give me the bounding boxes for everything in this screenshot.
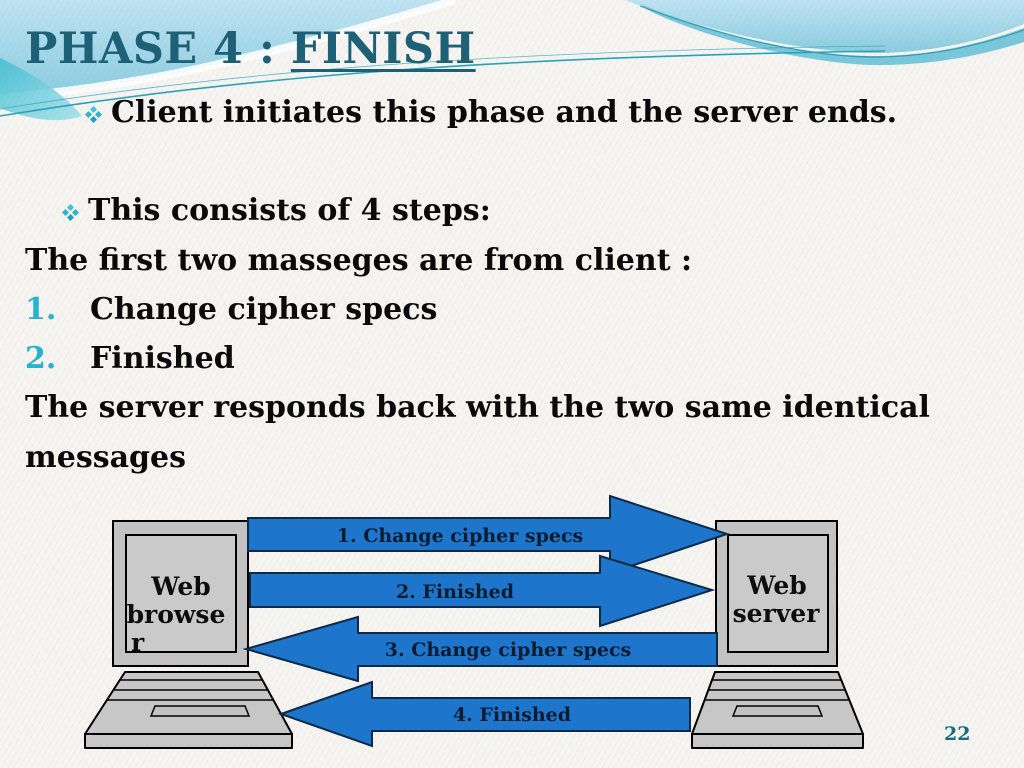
handshake-diagram: Web browse r Web server: [84, 494, 864, 749]
server-keyboard: [691, 671, 864, 749]
header-wave-decoration: [0, 0, 1024, 121]
arrow-left-shape: [277, 680, 691, 748]
browser-keyboard: [84, 671, 293, 749]
server-label-line-2: server: [733, 599, 821, 628]
arrow-1-change-cipher-specs: 1. Change cipher specs: [247, 494, 731, 575]
arrow-left-shape: [242, 615, 718, 683]
server-keyboard-front: [691, 733, 864, 749]
bullet-line-1: Client initiates this phase and the serv…: [85, 95, 897, 130]
keyboard-ridges: [107, 679, 273, 701]
diamond-bullet-icon: [62, 203, 79, 221]
sky-right-wave: [625, 0, 1024, 54]
sky-right-accent-band: [640, 4, 1024, 66]
arrow-4-label: 4. Finished: [453, 704, 571, 726]
slide-title-underlined: FINISH: [290, 24, 476, 74]
bullet-line-2: This consists of 4 steps:: [62, 193, 491, 228]
slide-title-prefix: PHASE 4 :: [25, 24, 291, 74]
server-response-line-1: The server responds back with the two sa…: [25, 390, 930, 425]
thin-teal-line-1: [0, 50, 886, 117]
keyboard-keypad: [731, 705, 824, 717]
browser-label-line-1: Web: [150, 572, 210, 601]
numbered-step-1: 1. Change cipher specs: [25, 292, 437, 327]
step-2-text: Finished: [90, 341, 235, 376]
step-1-number: 1.: [25, 292, 57, 327]
thin-teal-line-2: [0, 45, 886, 110]
bullet-line-1-text: Client initiates this phase and the serv…: [111, 95, 898, 130]
step-1-text: Change cipher specs: [90, 292, 438, 327]
keyboard-ridges: [705, 679, 849, 701]
arrow-4-finished: 4. Finished: [277, 680, 691, 748]
numbered-step-2: 2. Finished: [25, 341, 235, 376]
arrow-3-label: 3. Change cipher specs: [385, 639, 631, 661]
sky-left-wave-edge: [0, 0, 457, 102]
arrow-2-finished: 2. Finished: [249, 554, 716, 628]
web-server-computer: Web server: [691, 520, 864, 749]
arrow-right-shape: [247, 494, 731, 575]
left-teal-wedge: [0, 58, 82, 121]
server-response-line-2: messages: [25, 440, 187, 475]
server-keyboard-top: [691, 671, 864, 735]
browser-screen: [125, 534, 237, 653]
client-intro-line: The first two masseges are from client :: [25, 243, 693, 278]
sky-right-hairline: [639, 5, 1024, 58]
arrow-right-shape: [249, 554, 716, 628]
page-number: 22: [944, 723, 971, 745]
browser-keyboard-top: [84, 671, 293, 735]
arrow-1-label: 1. Change cipher specs: [337, 525, 583, 547]
server-screen: [727, 534, 829, 653]
step-2-number: 2.: [25, 341, 57, 376]
browser-label-line-2: browse: [127, 600, 226, 629]
bullet-line-2-text: This consists of 4 steps:: [88, 193, 491, 228]
browser-keyboard-front: [84, 733, 293, 749]
slide-title: PHASE 4 : FINISH: [25, 24, 476, 74]
browser-label-line-3: r: [131, 628, 145, 657]
diamond-bullet-icon: [85, 105, 102, 123]
keyboard-keypad: [149, 705, 251, 717]
web-browser-computer: Web browse r: [84, 520, 293, 749]
sky-left-wave: [0, 0, 455, 98]
server-label-line-1: Web: [746, 571, 806, 600]
arrow-3-change-cipher-specs: 3. Change cipher specs: [242, 615, 718, 683]
arrow-2-label: 2. Finished: [396, 581, 514, 603]
